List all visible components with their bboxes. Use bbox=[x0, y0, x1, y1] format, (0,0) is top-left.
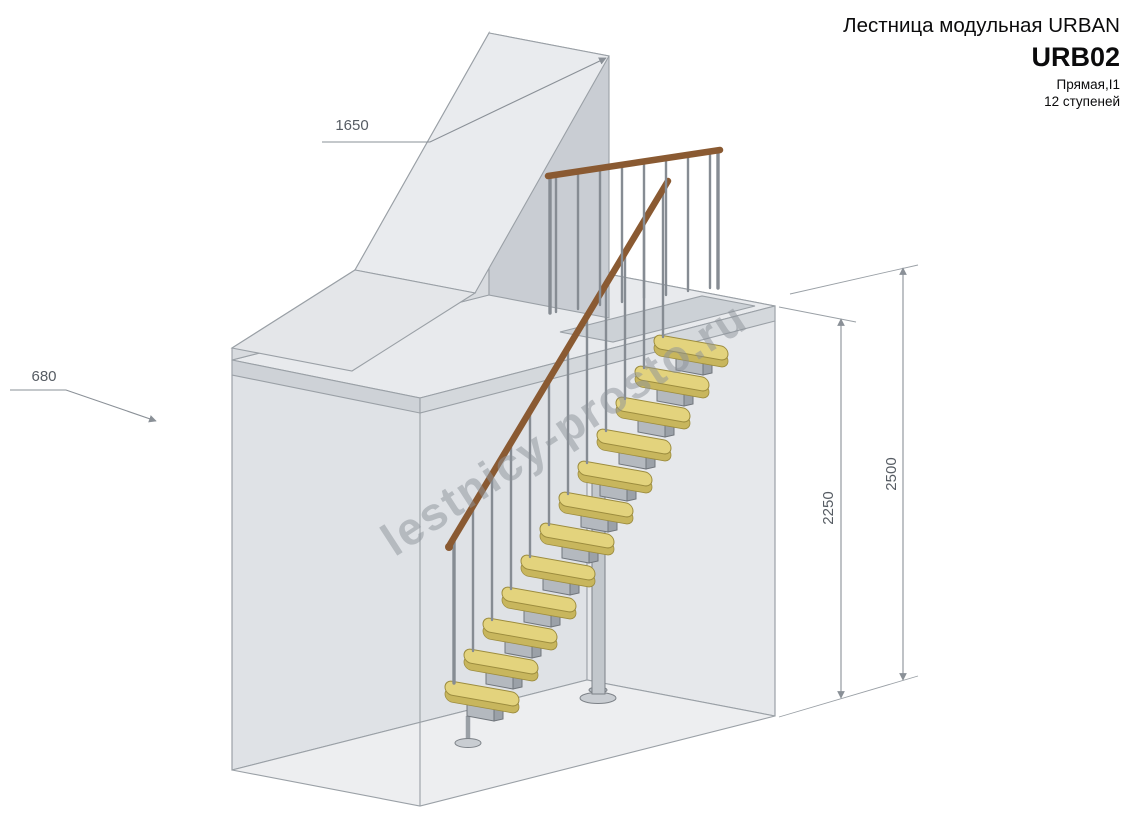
dimension-wall-top: 1650 bbox=[322, 57, 607, 143]
step bbox=[501, 586, 577, 628]
stair-handrail bbox=[445, 177, 672, 551]
dimension-label-2500: 2500 bbox=[883, 457, 900, 490]
wall-top-gentle-face bbox=[230, 269, 477, 372]
step bbox=[482, 617, 558, 659]
step bbox=[615, 396, 691, 438]
step bbox=[596, 428, 672, 470]
platform-handrail bbox=[544, 146, 724, 180]
steps-count-label: 12 ступеней bbox=[1044, 94, 1120, 109]
dimension-label-1650: 1650 bbox=[335, 117, 368, 134]
dimension-ledge-depth: 680 bbox=[10, 368, 157, 423]
front-support-post bbox=[454, 716, 482, 748]
product-line-title: Лестница модульная URBAN bbox=[843, 14, 1120, 37]
step bbox=[463, 648, 539, 690]
stairwell-opening bbox=[559, 295, 756, 343]
model-code: URB02 bbox=[1031, 42, 1120, 72]
dimension-total-height: 2500 bbox=[778, 264, 919, 718]
platform-railing bbox=[544, 146, 724, 315]
dimension-label-2250: 2250 bbox=[820, 491, 837, 524]
step bbox=[634, 365, 710, 407]
stair-type: Прямая,I1 bbox=[1057, 77, 1120, 92]
step bbox=[558, 491, 634, 533]
step bbox=[444, 680, 520, 722]
staircase bbox=[444, 146, 729, 748]
step bbox=[653, 334, 729, 376]
step bbox=[539, 522, 615, 564]
dimension-floor-to-platform: 2250 bbox=[778, 306, 857, 699]
stair-balusters bbox=[452, 187, 665, 685]
dimensions: 1650 680 2250 2500 bbox=[10, 57, 919, 718]
title-block: Лестница модульная URBAN URB02 Прямая,I1… bbox=[843, 14, 1120, 109]
dimension-label-680: 680 bbox=[31, 368, 56, 385]
step bbox=[520, 554, 596, 596]
step bbox=[577, 460, 653, 502]
room-box bbox=[231, 269, 776, 807]
handrail-end-cap bbox=[445, 543, 453, 551]
